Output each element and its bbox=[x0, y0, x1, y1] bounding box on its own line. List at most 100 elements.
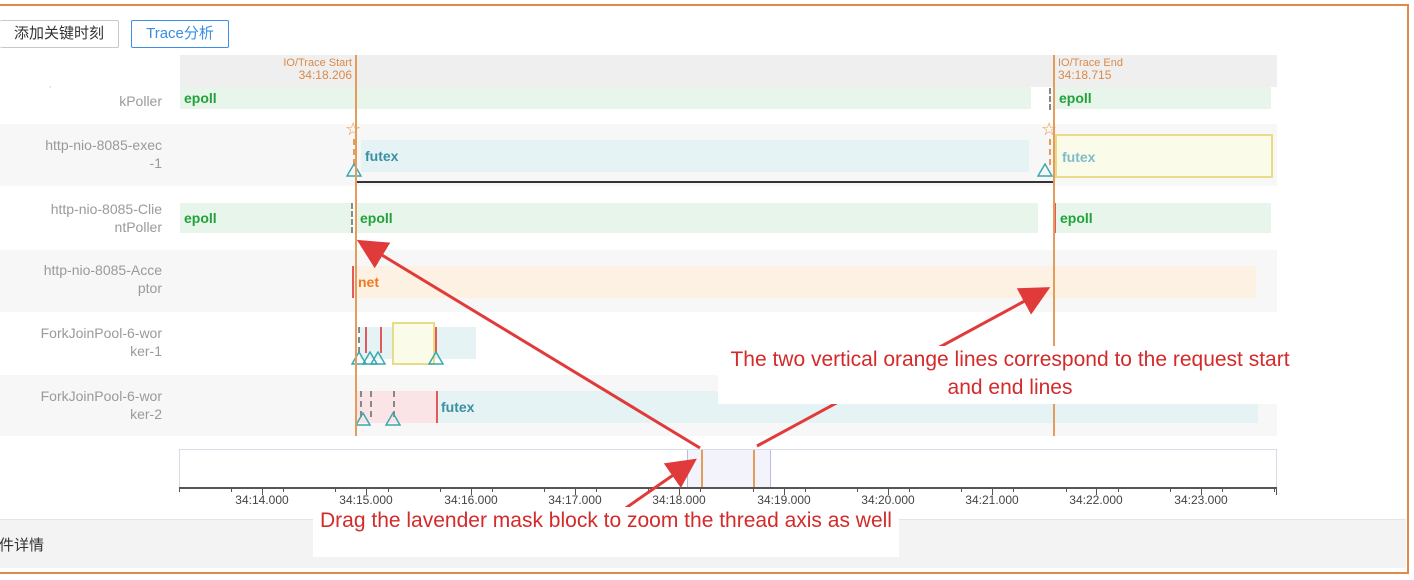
thread-label: ForkJoinPool-6-wor ker-1 bbox=[40, 325, 162, 359]
axis-minor-tick bbox=[596, 487, 597, 492]
net-segment[interactable]: net bbox=[354, 266, 1256, 298]
axis-tick bbox=[1201, 487, 1202, 495]
axis-tick bbox=[888, 487, 889, 495]
segment-label: epoll bbox=[1059, 90, 1092, 106]
axis-tick bbox=[784, 487, 785, 495]
axis-tick-label: 34:23.000 bbox=[1174, 493, 1228, 507]
trace-end-title: IO/Trace End bbox=[1058, 57, 1124, 69]
axis-minor-tick bbox=[648, 487, 649, 492]
event-tick bbox=[351, 203, 353, 233]
axis-tick bbox=[575, 487, 576, 495]
event-tick bbox=[436, 391, 438, 423]
axis-minor-tick bbox=[1066, 487, 1067, 492]
axis-minor-tick bbox=[1013, 487, 1014, 492]
selected-segment[interactable] bbox=[392, 322, 435, 365]
overview-start-line bbox=[701, 450, 703, 488]
axis-tick-label: 34:15.000 bbox=[339, 493, 393, 507]
event-tick bbox=[1054, 203, 1056, 233]
axis-minor-tick bbox=[492, 487, 493, 492]
axis-minor-tick bbox=[857, 487, 858, 492]
start-star-icon: ☆ bbox=[345, 119, 362, 139]
event-details-label: 事件详情 bbox=[0, 537, 45, 554]
axis-minor-tick bbox=[283, 487, 284, 492]
axis-tick-label: 34:20.000 bbox=[861, 493, 915, 507]
trace-start-title: IO/Trace Start bbox=[283, 57, 352, 69]
overview-end-line bbox=[753, 450, 755, 488]
axis-minor-tick bbox=[700, 487, 701, 492]
axis-tick bbox=[679, 487, 680, 495]
event-tick bbox=[380, 327, 382, 353]
axis-tick-label: 34:19.000 bbox=[757, 493, 811, 507]
event-tick bbox=[435, 327, 437, 353]
trace-start-line bbox=[355, 55, 357, 436]
axis-minor-tick bbox=[1118, 487, 1119, 492]
arrow-to-mask bbox=[619, 458, 697, 514]
axis-minor-tick bbox=[805, 487, 806, 492]
segment-label: epoll bbox=[1060, 210, 1093, 226]
trace-start-time: 34:18.206 bbox=[298, 68, 352, 82]
axis-tick bbox=[262, 487, 263, 495]
epoll-segment[interactable]: epoll bbox=[180, 203, 351, 233]
event-tick bbox=[352, 266, 354, 298]
trace-end-time: 34:18.715 bbox=[1058, 68, 1112, 82]
axis-minor-tick bbox=[1274, 487, 1275, 492]
axis-minor-tick bbox=[335, 487, 336, 492]
trace-analysis-button[interactable]: Trace分析 bbox=[131, 20, 229, 48]
axis-tick-label: 34:22.000 bbox=[1069, 493, 1123, 507]
thread-label: http-nio-8085-Acce ptor bbox=[43, 262, 162, 296]
event-tick bbox=[365, 327, 367, 353]
thread-dot: · bbox=[48, 81, 52, 93]
segment-label: epoll bbox=[184, 90, 217, 106]
axis-tick bbox=[1096, 487, 1097, 495]
time-axis bbox=[179, 487, 1277, 489]
axis-minor-tick bbox=[231, 487, 232, 492]
panel-frame bbox=[0, 4, 1409, 574]
thread-label: http-nio-8085-Clie ntPoller bbox=[50, 201, 162, 235]
axis-tick bbox=[471, 487, 472, 495]
event-tick bbox=[1049, 139, 1051, 165]
thread-label: kPoller bbox=[119, 93, 162, 109]
axis-minor-tick bbox=[909, 487, 910, 492]
segment-label: epoll bbox=[360, 210, 393, 226]
axis-minor-tick bbox=[544, 487, 545, 492]
event-tick bbox=[353, 139, 355, 165]
axis-minor-tick bbox=[1222, 487, 1223, 492]
axis-minor-tick bbox=[753, 487, 754, 492]
axis-tick-label: 34:18.000 bbox=[652, 493, 706, 507]
futex-segment[interactable]: futex bbox=[361, 140, 1029, 172]
segment-label: futex bbox=[365, 148, 399, 164]
event-tick bbox=[360, 391, 362, 417]
axis-tick-label: 34:17.000 bbox=[548, 493, 602, 507]
epoll-segment[interactable]: epoll bbox=[180, 87, 1031, 109]
axis-minor-tick bbox=[388, 487, 389, 492]
axis-minor-tick bbox=[440, 487, 441, 492]
segment-label: epoll bbox=[184, 210, 217, 226]
epoll-segment[interactable]: epoll bbox=[1055, 87, 1271, 109]
epoll-segment[interactable]: epoll bbox=[1056, 203, 1271, 233]
arrow-to-start-line bbox=[356, 239, 701, 450]
lines-annotation: The two vertical orange lines correspond… bbox=[718, 346, 1302, 404]
segment-label: futex bbox=[1062, 149, 1096, 165]
epoll-segment[interactable]: epoll bbox=[356, 203, 1038, 233]
add-key-moment-button[interactable]: 添加关键时刻 bbox=[0, 20, 119, 48]
axis-minor-tick bbox=[179, 487, 180, 492]
event-tick bbox=[358, 327, 360, 353]
axis-tick bbox=[366, 487, 367, 495]
marker-band bbox=[180, 55, 1277, 87]
trace-end-line bbox=[1053, 55, 1055, 436]
segment-label: net bbox=[358, 274, 379, 290]
axis-tick-label: 34:16.000 bbox=[444, 493, 498, 507]
segment-label: futex bbox=[441, 399, 475, 415]
axis-end-tick bbox=[1276, 487, 1277, 495]
event-tick bbox=[370, 391, 372, 417]
futex-selected-segment[interactable] bbox=[1055, 134, 1273, 178]
thread-label: http-nio-8085-exec -1 bbox=[45, 137, 162, 171]
event-tick bbox=[1049, 88, 1051, 110]
axis-tick bbox=[992, 487, 993, 495]
axis-minor-tick bbox=[1170, 487, 1171, 492]
mask-annotation: Drag the lavender mask block to zoom the… bbox=[313, 507, 899, 557]
axis-tick-label: 34:21.000 bbox=[965, 493, 1019, 507]
thread-label: ForkJoinPool-6-wor ker-2 bbox=[40, 388, 162, 422]
axis-minor-tick bbox=[961, 487, 962, 492]
